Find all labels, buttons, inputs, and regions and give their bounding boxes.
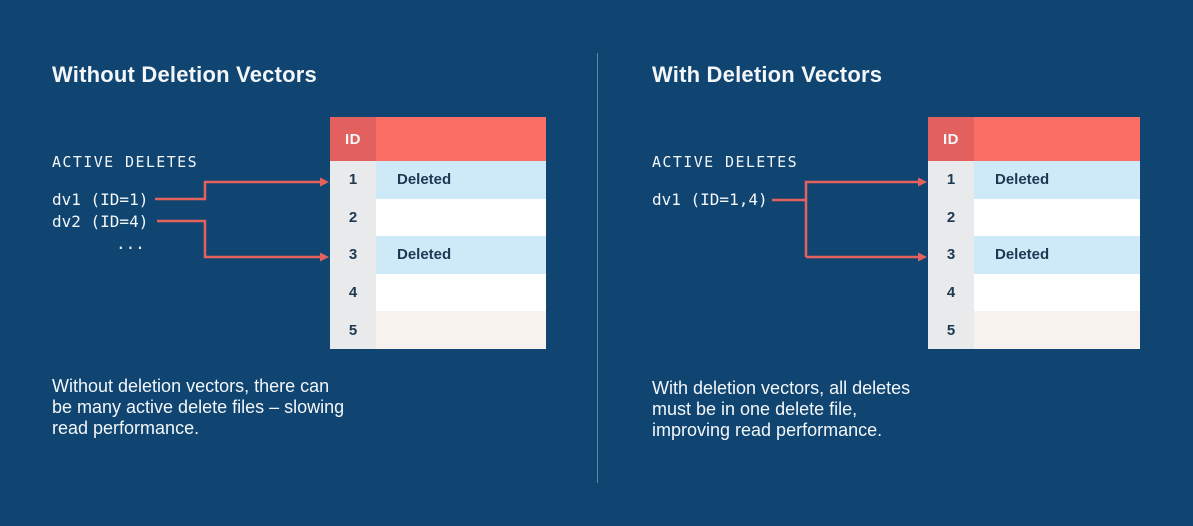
value-cell <box>974 198 1140 237</box>
table-row: 3 Deleted <box>330 236 546 274</box>
id-cell: 1 <box>928 161 974 199</box>
panel-caption: With deletion vectors, all deletes must … <box>652 378 910 441</box>
value-cell: Deleted <box>376 236 546 274</box>
table-row: 5 <box>928 311 1140 349</box>
table-row: 4 <box>330 273 546 312</box>
id-cell: 4 <box>928 273 974 312</box>
value-cell <box>376 198 546 237</box>
delete-vector-ellipsis: ... <box>116 234 145 253</box>
caption-line: Without deletion vectors, there can <box>52 376 330 396</box>
id-cell: 1 <box>330 161 376 199</box>
value-cell: Deleted <box>974 161 1140 199</box>
table-header-row: ID <box>928 117 1140 161</box>
panel-caption: Without deletion vectors, there can be m… <box>52 376 344 439</box>
caption-line: be many active delete files – slowing <box>52 397 345 417</box>
panel-title: Without Deletion Vectors <box>52 62 317 87</box>
id-cell: 2 <box>928 198 974 237</box>
panel-divider <box>597 53 598 483</box>
caption-line: must be in one delete file, <box>652 399 858 419</box>
value-cell: Deleted <box>376 161 546 199</box>
id-cell: 3 <box>330 236 376 274</box>
id-cell: 5 <box>928 311 974 349</box>
id-table: ID 1 Deleted 2 3 Deleted 4 5 <box>330 117 546 349</box>
active-deletes-label: ACTIVE DELETES <box>652 153 799 171</box>
value-cell <box>974 273 1140 312</box>
table-row: 5 <box>330 311 546 349</box>
header-fill-cell <box>376 117 546 161</box>
table-header-row: ID <box>330 117 546 161</box>
panel-title: With Deletion Vectors <box>652 62 883 87</box>
delete-vector-list: dv1 (ID=1,4) <box>652 189 768 211</box>
value-cell <box>376 311 546 349</box>
id-cell: 2 <box>330 198 376 237</box>
table-row: 1 Deleted <box>928 161 1140 199</box>
delete-vector-item: dv2 (ID=4) <box>52 212 149 231</box>
id-header-cell: ID <box>928 117 974 161</box>
value-cell <box>974 311 1140 349</box>
delete-vector-list: dv1 (ID=1) dv2 (ID=4) ... <box>52 189 148 255</box>
table-row: 2 <box>330 198 546 237</box>
id-cell: 4 <box>330 273 376 312</box>
delete-vector-item: dv1 (ID=1) <box>52 190 149 209</box>
id-table: ID 1 Deleted 2 3 Deleted 4 5 <box>928 117 1140 349</box>
table-row: 1 Deleted <box>330 161 546 199</box>
delete-vector-item: dv1 (ID=1,4) <box>652 190 768 209</box>
id-cell: 5 <box>330 311 376 349</box>
table-row: 3 Deleted <box>928 236 1140 274</box>
value-cell: Deleted <box>974 236 1140 274</box>
table-row: 4 <box>928 273 1140 312</box>
caption-line: With deletion vectors, all deletes <box>652 378 911 398</box>
table-row: 2 <box>928 198 1140 237</box>
caption-line: improving read performance. <box>652 420 883 440</box>
header-fill-cell <box>974 117 1140 161</box>
id-header-cell: ID <box>330 117 376 161</box>
caption-line: read performance. <box>52 418 200 438</box>
value-cell <box>376 273 546 312</box>
arrow-dv2-to-row3-icon <box>157 219 329 262</box>
active-deletes-label: ACTIVE DELETES <box>52 153 199 171</box>
arrow-dv1-to-row1-icon <box>804 177 927 257</box>
id-cell: 3 <box>928 236 974 274</box>
arrow-dv1-to-row1-icon <box>155 177 329 201</box>
